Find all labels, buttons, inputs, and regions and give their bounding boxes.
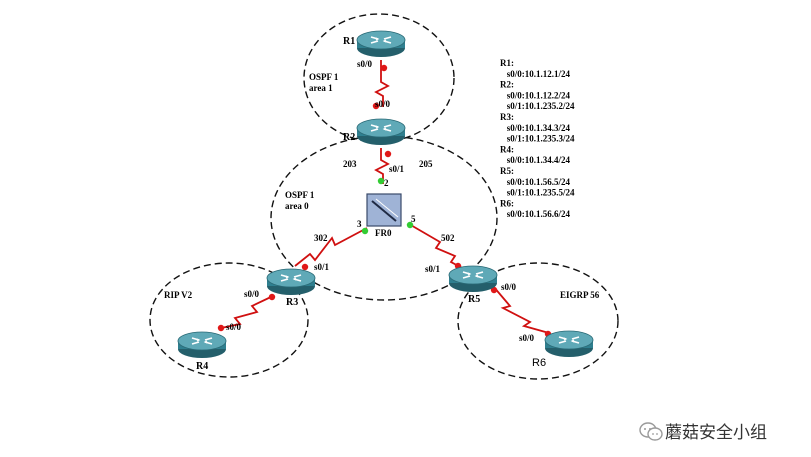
watermark-text: 蘑菇安全小组: [665, 423, 767, 442]
r1-s00-label: s0/0: [357, 59, 373, 69]
r5-s01-label: s0/1: [425, 264, 441, 274]
addressing-line: s0/0:10.1.56.5/24: [500, 177, 571, 187]
area1-title: OSPF 1: [309, 72, 339, 82]
port-dot-r5-s00: [490, 286, 498, 294]
watermark: 蘑菇安全小组: [639, 422, 767, 442]
router-r3-icon[interactable]: [266, 268, 316, 296]
addressing-line: s0/0:10.1.56.6/24: [500, 209, 571, 219]
area0-subtitle: area 0: [285, 201, 309, 211]
link-fr-r3: [294, 227, 368, 267]
wechat-icon: [639, 422, 663, 441]
port-dot-fr-2: [377, 177, 385, 185]
area1-subtitle: area 1: [309, 83, 333, 93]
router-r1-label: R1: [343, 36, 355, 47]
r3-s00-label: s0/0: [244, 289, 260, 299]
addressing-line: s0/0:10.1.34.3/24: [500, 123, 571, 133]
addressing-line: R4:: [500, 144, 514, 154]
link-fr-r5: [408, 223, 467, 271]
r4-s00-label: s0/0: [226, 322, 242, 332]
r5-s00-label: s0/0: [501, 282, 517, 292]
eigrp-area-boundary: [457, 262, 619, 380]
fr-port-2-label: 2: [384, 178, 389, 188]
port-dot-r1-s00: [380, 64, 388, 72]
rip-area-label: RIP V2: [164, 290, 193, 300]
eigrp-area-label: EIGRP 56: [560, 290, 600, 300]
addressing-line: R1:: [500, 58, 514, 68]
port-dot-r2-s01: [384, 150, 392, 158]
port-dot-r3-s01: [301, 263, 309, 271]
r3-s01-label: s0/1: [314, 262, 330, 272]
fr-port-3-label: 3: [357, 219, 362, 229]
rip-area-boundary: [149, 262, 309, 378]
dlci-502-label: 502: [441, 233, 455, 243]
addressing-line: s0/0:10.1.12.2/24: [500, 90, 571, 100]
port-dot-r3-s00: [268, 293, 276, 301]
router-r2-icon[interactable]: [356, 118, 406, 146]
router-r2-label: R2: [343, 132, 355, 143]
frame-relay-switch-icon[interactable]: [363, 193, 402, 230]
r2-s01-label: s0/1: [389, 164, 405, 174]
addressing-line: s0/0:10.1.12.1/24: [500, 69, 571, 79]
router-r1-icon[interactable]: [356, 30, 406, 58]
router-r4-icon[interactable]: [177, 331, 227, 359]
link-r1-r2: [374, 60, 390, 107]
link-r2-fr: [374, 148, 390, 184]
area0-title: OSPF 1: [285, 190, 315, 200]
addressing-line: s0/1:10.1.235.2/24: [500, 101, 575, 111]
ospf-area0-boundary: [270, 135, 498, 301]
router-r5-icon[interactable]: [448, 265, 498, 293]
addressing-line: s0/1:10.1.235.3/24: [500, 134, 575, 144]
link-r5-r6: [492, 285, 550, 334]
frame-relay-label: FR0: [375, 228, 392, 238]
r2-s00-label: s0/0: [375, 99, 391, 109]
router-r6-label: R6: [532, 357, 546, 369]
r6-s00-label: s0/0: [519, 333, 535, 343]
fr-port-5-label: 5: [411, 214, 416, 224]
addressing-line: R3:: [500, 112, 514, 122]
port-dot-fr-3: [361, 227, 369, 235]
link-r3-r4: [220, 295, 274, 329]
addressing-line: s0/0:10.1.34.4/24: [500, 155, 571, 165]
addressing-line: s0/1:10.1.235.5/24: [500, 188, 575, 198]
dlci-205-label: 205: [419, 159, 433, 169]
router-r4-label: R4: [196, 361, 208, 372]
addressing-line: R2:: [500, 80, 514, 90]
dlci-203-label: 203: [343, 159, 357, 169]
port-dot-r4-s00: [217, 324, 225, 332]
port-dot-r2-s00: [372, 102, 380, 110]
router-r3-label: R3: [286, 297, 298, 308]
port-dot-fr-5: [406, 221, 414, 229]
router-r6-icon[interactable]: [544, 330, 594, 358]
ospf-area1-boundary: [303, 13, 455, 143]
dlci-302-label: 302: [314, 233, 328, 243]
addressing-line: R6:: [500, 198, 514, 208]
router-r5-label: R5: [468, 294, 480, 305]
addressing-line: R5:: [500, 166, 514, 176]
